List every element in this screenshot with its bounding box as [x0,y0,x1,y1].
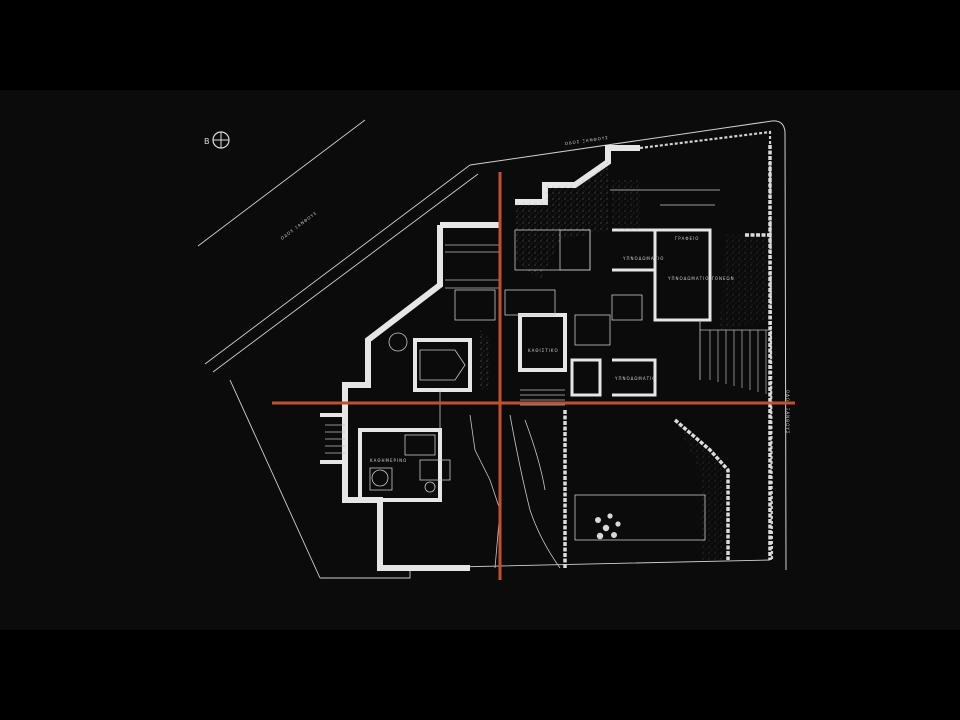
building-walls [320,145,712,571]
street-label-top: ΟΔΟΣ ΞΑΝΘΟΥΣ [564,135,609,146]
room-label-bedroom-2: ΥΠΝΟΔΩΜΑΤΙΟ ΓΟΝΕΩΝ [667,276,735,281]
north-label: B [204,137,210,146]
floor-plan-drawing: B ΟΔΟΣ ΞΑΝΘΟΥΣ ΟΔΟΣ ΞΑΝΘΟΥΣ ΟΔΟΣ ΞΑΝΘΟΥΣ [197,119,795,580]
letterbox-top [0,0,960,90]
room-label-kitchen: ΚΑΘΗΜΕΡΙΝΟ [370,458,407,463]
room-label-bedroom: ΥΠΝΟΔΩΜΑΤΙΟ [622,256,664,261]
street-label-left: ΟΔΟΣ ΞΑΝΘΟΥΣ [280,210,318,241]
street-label-right: ΟΔΟΣ ΞΑΝΘΟΥΣ [785,390,790,434]
terrace-hatching [325,244,770,454]
garden-areas [478,162,770,560]
floor-plan-stage: B ΟΔΟΣ ΞΑΝΘΟΥΣ ΟΔΟΣ ΞΑΝΘΟΥΣ ΟΔΟΣ ΞΑΝΘΟΥΣ [0,90,960,630]
shrub-cluster [595,513,621,540]
street-lines-left [197,119,479,579]
letterbox-bottom [0,630,960,720]
room-label-office: ΓΡΑΦΕΙΟ [675,236,699,241]
site-boundary [320,559,771,579]
axis-lines [272,172,795,580]
room-label-living: ΚΑΘΙΣΤΙΚΟ [528,348,559,353]
north-arrow-icon: B [204,131,230,149]
room-label-bedroom-3: ΥΠΝΟΔΩΜΑΤΙΟ [614,376,656,381]
